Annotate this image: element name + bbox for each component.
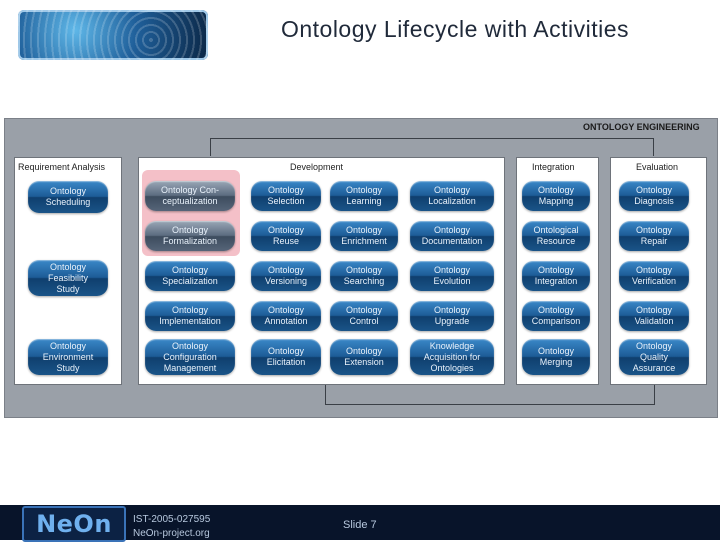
activity-ontology-diagnosis[interactable]: Ontology Diagnosis	[619, 181, 689, 211]
bottom-connector-left	[325, 384, 326, 404]
activity-ontology-selection[interactable]: Ontology Selection	[251, 181, 321, 211]
activity-ontology-learning[interactable]: Ontology Learning	[330, 181, 398, 211]
top-connector-left	[210, 138, 211, 156]
panel-title-requirements: Requirement Analysis	[18, 162, 105, 172]
neon-logo: NeOn	[22, 506, 126, 542]
activity-ontology-mapping[interactable]: Ontology Mapping	[522, 181, 590, 211]
activity-ontology-merging[interactable]: Ontology Merging	[522, 339, 590, 375]
activity-ontology-configuration-management[interactable]: Ontology Configuration Management	[145, 339, 235, 375]
activity-ontology-specialization[interactable]: Ontology Specialization	[145, 261, 235, 291]
top-connector-right	[653, 138, 654, 156]
panel-title-development: Development	[290, 162, 343, 172]
bottom-connector	[325, 404, 655, 405]
panel-title-evaluation: Evaluation	[636, 162, 678, 172]
activity-ontology-elicitation[interactable]: Ontology Elicitation	[251, 339, 321, 375]
activity-ontology-control[interactable]: Ontology Control	[330, 301, 398, 331]
activity-ontology-searching[interactable]: Ontology Searching	[330, 261, 398, 291]
activity-ontology-formalization[interactable]: Ontology Formalization	[145, 221, 235, 251]
banner-pattern	[18, 10, 208, 60]
diagram-label: ONTOLOGY ENGINEERING	[583, 122, 700, 132]
panel-title-integration: Integration	[532, 162, 575, 172]
activity-ontology-annotation[interactable]: Ontology Annotation	[251, 301, 321, 331]
activity-ontology-evolution[interactable]: Ontology Evolution	[410, 261, 494, 291]
activity-ontology-documentation[interactable]: Ontology Documentation	[410, 221, 494, 251]
bottom-connector-right	[654, 384, 655, 404]
activity-ontology-upgrade[interactable]: Ontology Upgrade	[410, 301, 494, 331]
footer-project-id: IST-2005-027595	[133, 514, 210, 525]
footer-website: NeOn-project.org	[133, 528, 210, 539]
activity-ontology-feasibility-study[interactable]: Ontology Feasibility Study	[28, 260, 108, 296]
activity-ontology-conceptualization[interactable]: Ontology Con- ceptualization	[145, 181, 235, 211]
activity-ontology-versioning[interactable]: Ontology Versioning	[251, 261, 321, 291]
activity-ontology-scheduling[interactable]: Ontology Scheduling	[28, 181, 108, 213]
activity-ontology-comparison[interactable]: Ontology Comparison	[522, 301, 590, 331]
activity-ontology-environment-study[interactable]: Ontology Environment Study	[28, 339, 108, 375]
activity-ontology-localization[interactable]: Ontology Localization	[410, 181, 494, 211]
activity-ontology-verification[interactable]: Ontology Verification	[619, 261, 689, 291]
slide-number: Slide 7	[343, 519, 377, 531]
activity-ontology-integration[interactable]: Ontology Integration	[522, 261, 590, 291]
activity-ontology-validation[interactable]: Ontology Validation	[619, 301, 689, 331]
header-banner-image	[18, 10, 208, 60]
activity-ontology-repair[interactable]: Ontology Repair	[619, 221, 689, 251]
slide-title: Ontology Lifecycle with Activities	[220, 16, 690, 43]
activity-ontology-implementation[interactable]: Ontology Implementation	[145, 301, 235, 331]
activity-ontology-extension[interactable]: Ontology Extension	[330, 339, 398, 375]
top-connector	[210, 138, 654, 139]
activity-knowledge-acquisition[interactable]: Knowledge Acquisition for Ontologies	[410, 339, 494, 375]
activity-ontology-enrichment[interactable]: Ontology Enrichment	[330, 221, 398, 251]
activity-ontological-resource[interactable]: Ontological Resource	[522, 221, 590, 251]
activity-ontology-quality-assurance[interactable]: Ontology Quality Assurance	[619, 339, 689, 375]
activity-ontology-reuse[interactable]: Ontology Reuse	[251, 221, 321, 251]
